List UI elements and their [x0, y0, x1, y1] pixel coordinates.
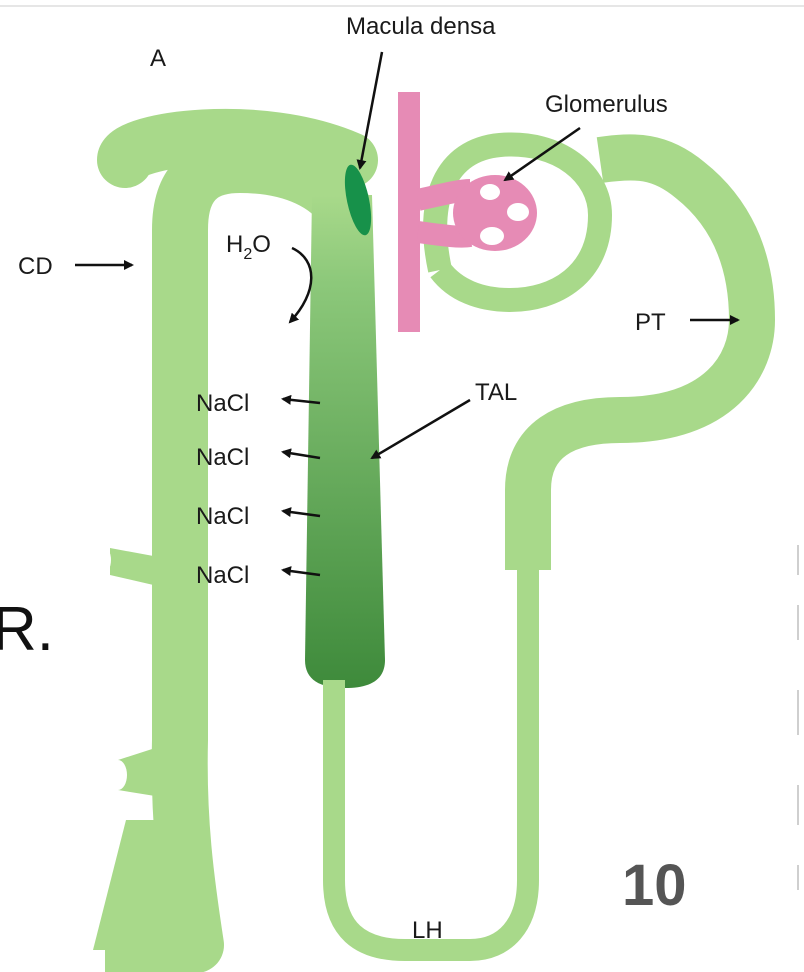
glomerulus-label: Glomerulus	[545, 91, 668, 118]
water-arrow	[290, 248, 311, 322]
nacl-label-1: NaCl	[196, 390, 249, 417]
cd-label: CD	[18, 253, 53, 280]
nacl-label-2: NaCl	[196, 444, 249, 471]
lh-label: LH	[412, 917, 443, 944]
macula-densa-label: Macula densa	[346, 13, 496, 40]
panel-letter: A	[150, 45, 166, 72]
page-number: 10	[622, 853, 687, 918]
pt-label: PT	[635, 309, 666, 336]
nacl-label-3: NaCl	[196, 503, 249, 530]
proximal-tubule	[528, 157, 752, 570]
edge-text-fragment: R.	[0, 595, 54, 664]
tal-label: TAL	[475, 379, 517, 406]
nacl-label-4: NaCl	[196, 562, 249, 589]
thick-ascending-limb	[305, 195, 385, 688]
tal-arrow	[372, 400, 470, 458]
water-label: H2O	[226, 231, 271, 263]
